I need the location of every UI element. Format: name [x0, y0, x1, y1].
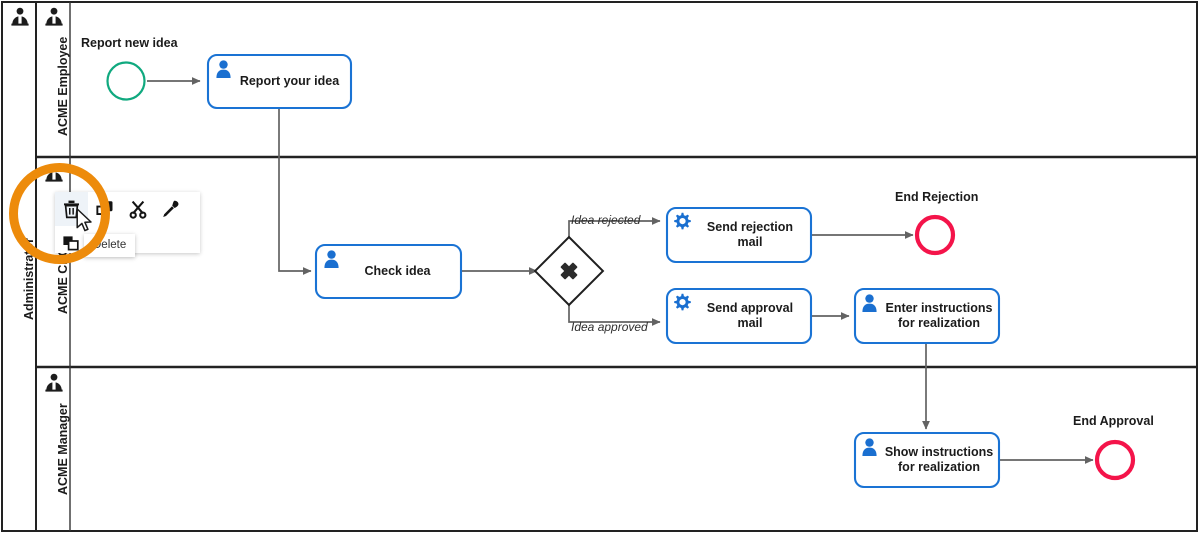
color-button[interactable]	[154, 192, 187, 226]
lane-label-acme-employee: ACME Employee	[56, 36, 70, 136]
trash-icon	[64, 200, 79, 219]
start-event-report-new-idea[interactable]	[106, 61, 146, 101]
user-icon	[216, 60, 231, 78]
lane-label-acme-manager: ACME Manager	[56, 403, 70, 495]
user-icon	[862, 294, 877, 312]
replace-button[interactable]	[55, 226, 88, 260]
delete-button[interactable]	[55, 192, 88, 226]
flow-label-idea-rejected: Idea rejected	[571, 213, 641, 227]
task-shape-check-idea[interactable]	[314, 243, 463, 300]
task-shape-show-instructions[interactable]	[853, 431, 1001, 489]
user-icon	[324, 250, 339, 268]
participant-icon-lane-employee	[45, 7, 63, 26]
copy-icon	[96, 201, 113, 215]
gateway-idea-decision[interactable]	[533, 235, 605, 307]
participant-icon-lane-manager	[45, 373, 63, 392]
participant-icon-pool	[11, 7, 29, 26]
squares-icon	[63, 236, 79, 251]
cut-button[interactable]	[121, 192, 154, 226]
end-event-approval[interactable]	[1094, 439, 1136, 481]
user-icon	[862, 438, 877, 456]
gear-icon	[674, 293, 691, 311]
flow-gateway-to-approval	[568, 299, 661, 326]
task-shape-enter-instructions[interactable]	[853, 287, 1001, 345]
task-shape-send-approval-mail[interactable]	[665, 287, 813, 345]
gear-icon	[674, 212, 691, 230]
flow-label-idea-approved: Idea approved	[571, 320, 648, 334]
end-rejection-label: End Rejection	[895, 190, 979, 204]
eyedropper-icon	[162, 200, 178, 217]
task-shape-report-your-idea[interactable]	[206, 53, 353, 110]
flow-report-to-check	[278, 108, 312, 275]
sequence-flows	[147, 77, 1094, 464]
append-button[interactable]	[88, 192, 121, 226]
delete-tooltip: Delete	[84, 234, 136, 257]
start-event-label: Report new idea	[81, 36, 178, 50]
scissors-icon	[129, 200, 146, 219]
pool-label-administrator: Administrator	[22, 238, 36, 320]
participant-icon-lane-ceo	[45, 163, 63, 182]
end-event-rejection[interactable]	[914, 214, 956, 256]
task-shape-send-rejection-mail[interactable]	[665, 206, 813, 264]
exclusive-gateway-marker	[560, 262, 578, 280]
end-approval-label: End Approval	[1073, 414, 1154, 428]
